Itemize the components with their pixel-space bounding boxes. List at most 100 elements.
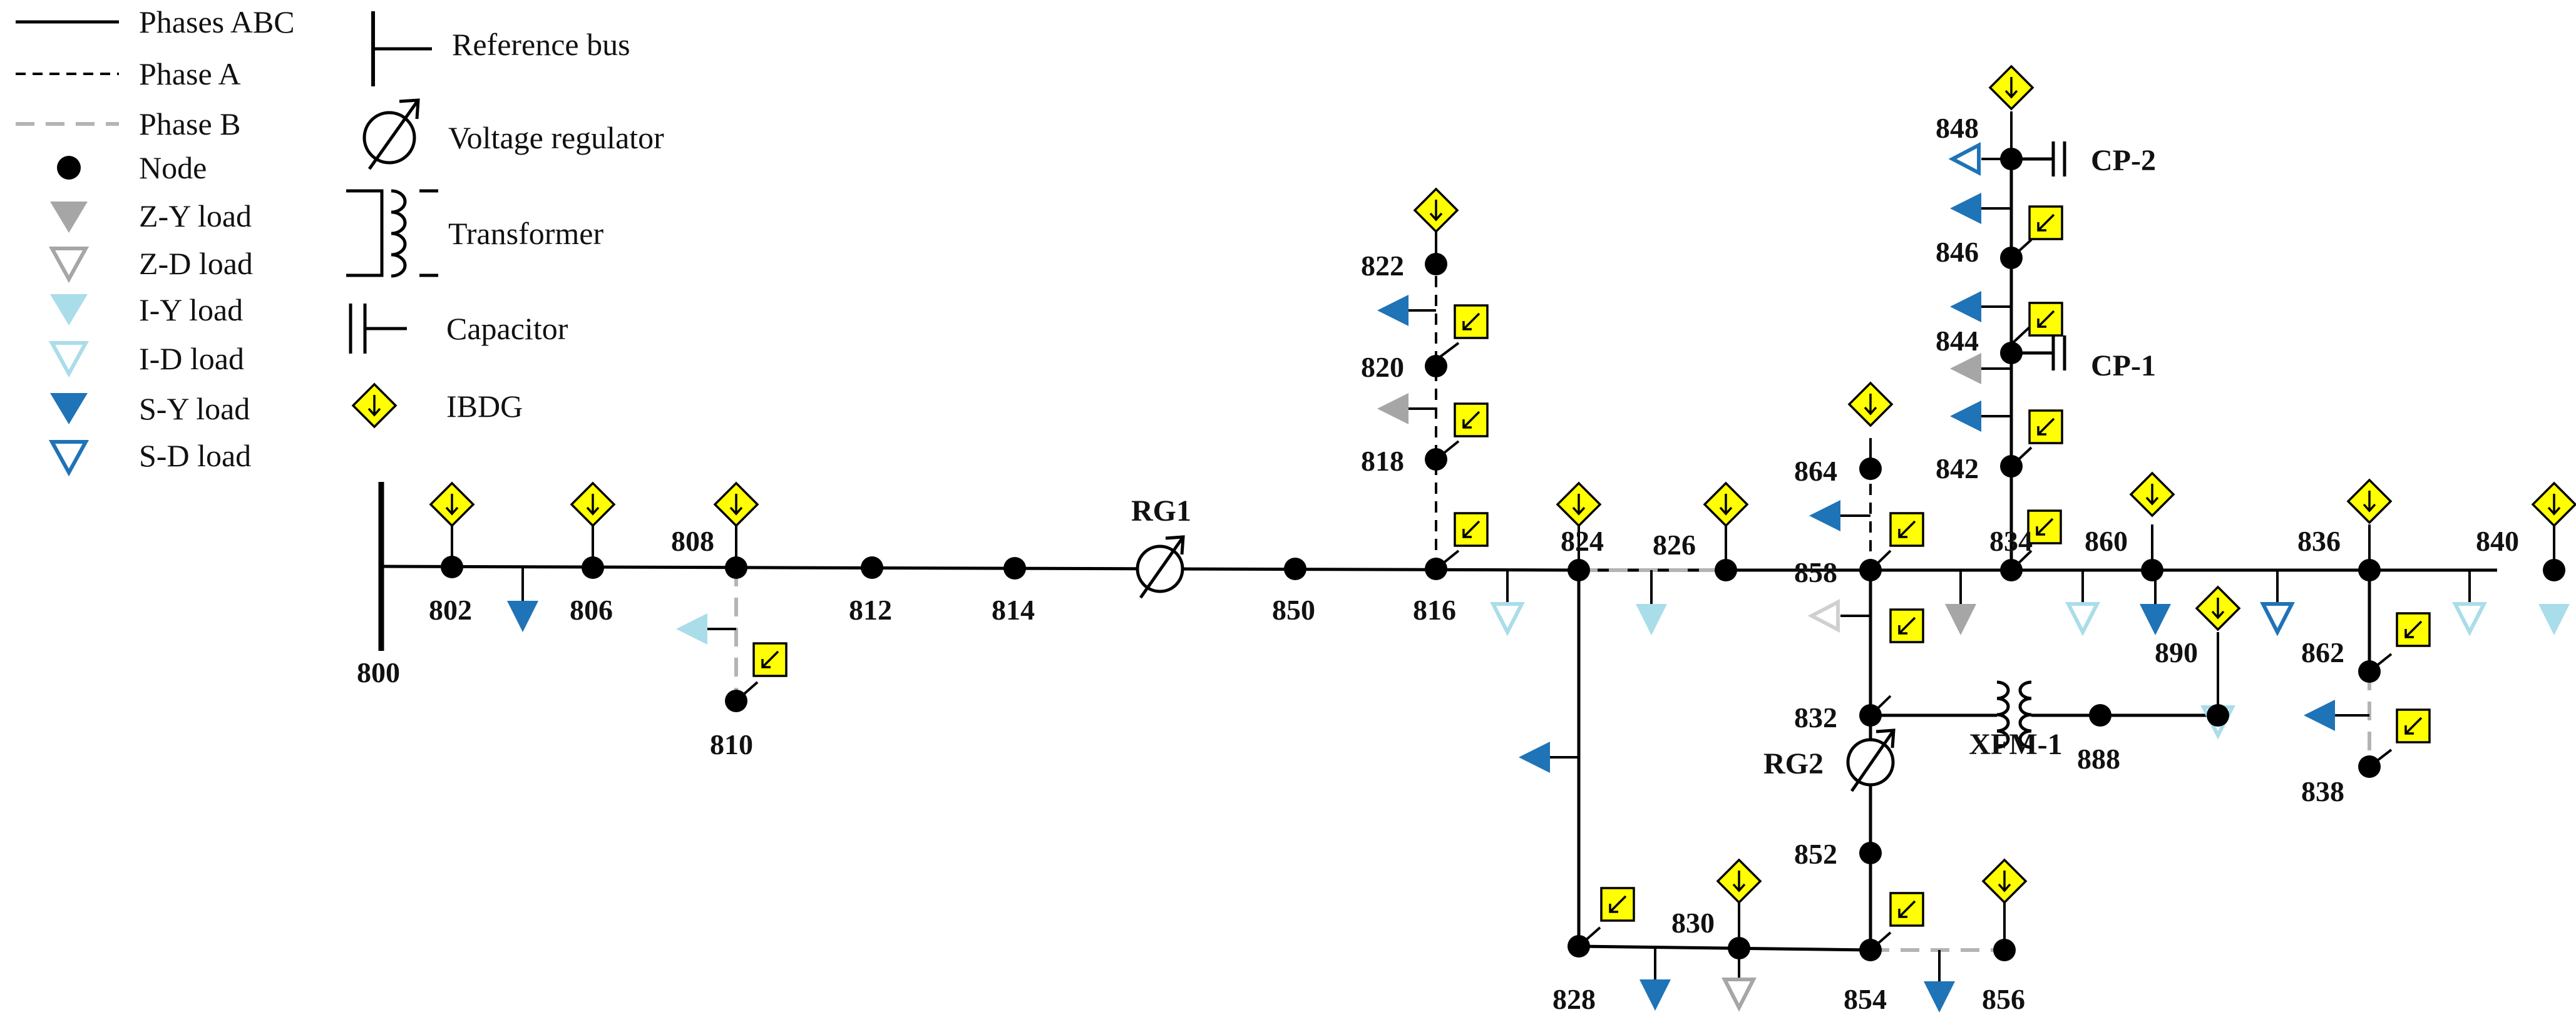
iy-load-icon: [50, 294, 88, 325]
legend-capacitor: Capacitor: [446, 311, 568, 346]
voltage-regulator-icon: [362, 98, 420, 170]
node-820: [1425, 355, 1447, 377]
ibdg-862: [2396, 612, 2431, 647]
bus-label-826: 826: [1653, 529, 1696, 561]
legend-transformer: Transformer: [448, 216, 603, 251]
load-830-zd: [1722, 978, 1757, 1012]
node-834: [2000, 559, 2023, 581]
sd-load-icon: [48, 440, 90, 477]
bus-label-812: 812: [849, 594, 892, 626]
load-816-id: [1490, 602, 1525, 636]
transformer-icon: [346, 189, 438, 278]
voltage-regulator-rg1: [1136, 535, 1185, 599]
node-808: [725, 556, 747, 579]
node-icon: [57, 156, 81, 180]
ibdg-844: [2028, 302, 2063, 337]
bus-label-888: 888: [2077, 743, 2120, 775]
node-818: [1425, 448, 1447, 471]
ibdg-808: [714, 482, 759, 527]
load-836-id: [2452, 602, 2487, 636]
load-808-iy: [676, 613, 707, 645]
bus-label-834: 834: [1989, 525, 2033, 557]
node-890: [2207, 704, 2229, 727]
node-802: [441, 556, 463, 578]
node-862: [2358, 660, 2381, 683]
load-860-sd: [2260, 602, 2295, 636]
line-828-854: [1578, 944, 1871, 952]
bus-label-846: 846: [1936, 236, 1979, 268]
bus-label-820: 820: [1361, 351, 1404, 383]
legend-id-load: I-D load: [139, 341, 244, 376]
node-864: [1859, 457, 1882, 480]
node-848: [2000, 148, 2023, 170]
ibdg-856: [1982, 859, 2027, 904]
load-818-zy: [1377, 393, 1409, 424]
node-810: [725, 690, 747, 712]
bus-label-858: 858: [1794, 556, 1837, 588]
bus-label-822: 822: [1361, 250, 1404, 282]
ibdg-858: [1889, 512, 1924, 547]
voltage-regulator-rg2: [1846, 728, 1896, 792]
bus-label-816: 816: [1413, 594, 1456, 626]
capacitor-icon: [349, 304, 407, 354]
bus-label-890: 890: [2155, 636, 2198, 668]
ibdg-848: [1989, 65, 2034, 110]
load-846-sy: [1950, 193, 1981, 224]
legend-node: Node: [139, 150, 207, 185]
load-864-sy: [1809, 500, 1840, 531]
zy-load-icon: [50, 202, 88, 233]
legend-iy-load: I-Y load: [139, 292, 243, 327]
load-858-zd: [1807, 599, 1840, 633]
ibdg-860: [2130, 472, 2175, 517]
label-cp2: CP-2: [2091, 144, 2156, 177]
bus-label-830: 830: [1671, 907, 1715, 939]
node-888: [2089, 704, 2112, 727]
load-828-west-sy: [1519, 742, 1550, 773]
legend: Phases ABC Phase A Phase B Node Z-Y load…: [16, 4, 664, 477]
bus-label-802: 802: [429, 594, 472, 626]
sy-load-icon: [50, 393, 88, 424]
bus-label-818: 818: [1361, 445, 1404, 477]
load-848-sd: [1948, 142, 1981, 176]
zd-load-icon: [48, 247, 90, 284]
ibdg-826: [1703, 482, 1748, 527]
reference-bus-icon: [371, 11, 432, 86]
label-xfm1: XFM-1: [1969, 728, 2062, 761]
ibdg-890: [2195, 586, 2240, 631]
bus-label-854: 854: [1844, 983, 1887, 1015]
node-832: [1859, 704, 1882, 727]
label-rg2: RG2: [1763, 747, 1824, 780]
load-802-sy: [507, 601, 538, 632]
node-858: [1859, 559, 1882, 581]
bus-label-806: 806: [570, 594, 613, 626]
node-826: [1715, 559, 1737, 581]
ibdg-836: [2347, 479, 2392, 524]
ibdg-854: [1889, 892, 1924, 927]
ibdg-834: [2027, 509, 2062, 544]
node-854: [1859, 939, 1882, 961]
load-860-sy: [2140, 604, 2171, 635]
label-cp1: CP-1: [2091, 349, 2156, 382]
ibdg-810: [752, 642, 788, 677]
transformer-xfm1: [1984, 680, 2041, 749]
bus-label-838: 838: [2301, 775, 2344, 807]
label-rg1: RG1: [1131, 494, 1191, 528]
node-840: [2543, 559, 2565, 581]
legend-reference-bus: Reference bus: [452, 27, 630, 62]
bus-label-842: 842: [1936, 452, 1979, 484]
bus-labels: 800 802 806 808 810 812 814 850 816 818 …: [357, 112, 2519, 1015]
ibdg-842: [2028, 409, 2063, 444]
load-854-sy: [1924, 981, 1955, 1013]
legend-ibdg: IBDG: [446, 389, 523, 424]
bus-label-856: 856: [1982, 983, 2025, 1015]
ibdg-846: [2028, 205, 2063, 240]
legend-sy-load: S-Y load: [139, 391, 250, 426]
node-850: [1284, 558, 1306, 580]
load-844-zy: [1950, 353, 1981, 384]
node-830: [1728, 937, 1750, 959]
id-load-icon: [48, 341, 90, 378]
ibdg-units: [429, 65, 2576, 951]
node-860: [2141, 559, 2163, 581]
ibdg-838: [2396, 708, 2431, 743]
